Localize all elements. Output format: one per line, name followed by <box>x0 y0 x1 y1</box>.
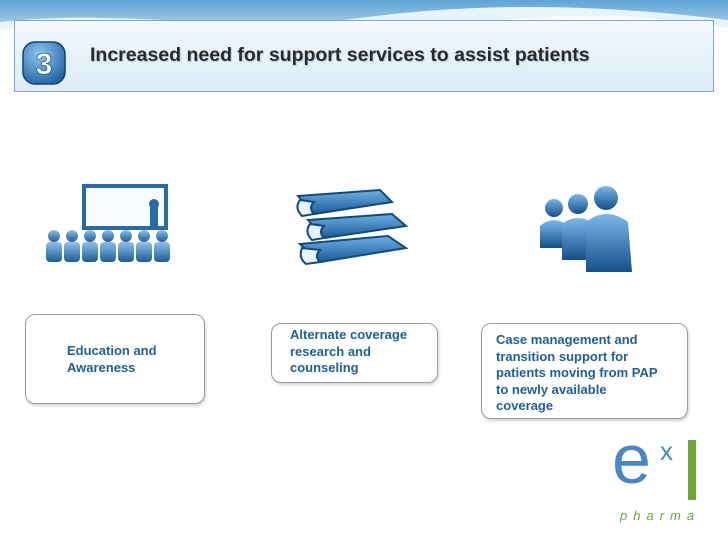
logo-letter-l <box>688 440 696 500</box>
education-card <box>25 314 205 404</box>
header-bar <box>14 20 714 92</box>
logo-subtitle: pharma <box>620 508 701 523</box>
page-title: Increased need for support services to a… <box>90 44 590 66</box>
coverage-line-1: Alternate coverage <box>290 327 408 342</box>
case-line-3: patients moving from PAP <box>496 365 658 380</box>
step-number: 3 <box>36 48 53 81</box>
books-stack-icon <box>295 188 409 266</box>
education-card-text: Education and Awareness <box>67 343 187 376</box>
step-number-badge: 3 <box>22 41 66 85</box>
coverage-line-2: research and <box>290 343 371 359</box>
classroom-presentation-icon <box>46 184 170 262</box>
logo-letter-x: x <box>660 436 673 466</box>
exl-pharma-logo: e x pharma <box>612 424 712 527</box>
coverage-card-text: Alternate coverage research and counseli… <box>290 327 430 377</box>
education-line-2: Awareness <box>67 359 136 375</box>
case-line-1: Case management and <box>496 332 638 347</box>
case-line-5: coverage <box>496 398 554 413</box>
education-line-1: Education and <box>67 343 157 358</box>
coverage-line-3: counseling <box>290 360 359 375</box>
logo-letter-e: e <box>612 420 651 498</box>
case-management-card <box>481 323 688 419</box>
case-line-2: transition support for <box>496 348 629 364</box>
case-management-card-text: Case management and transition support f… <box>496 332 676 415</box>
people-group-icon <box>540 186 632 272</box>
case-line-4: to newly available <box>496 381 607 397</box>
coverage-card <box>271 323 438 383</box>
